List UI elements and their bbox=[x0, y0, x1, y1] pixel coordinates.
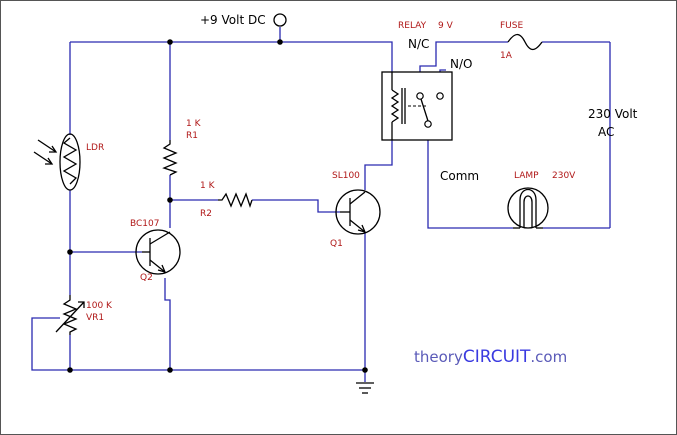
ground-icon bbox=[356, 382, 374, 394]
relay-label: RELAY bbox=[398, 21, 427, 31]
supply-terminal-icon bbox=[273, 13, 287, 27]
r2-value: 1 K bbox=[200, 181, 216, 191]
q1-ref: Q1 bbox=[330, 239, 343, 249]
vr1-ref: VR1 bbox=[86, 313, 104, 323]
ldr-component bbox=[33, 133, 81, 191]
junctions bbox=[67, 39, 368, 373]
brand-logo-text: theoryCIRCUIT.com bbox=[414, 347, 567, 367]
ldr-label: LDR bbox=[86, 143, 104, 153]
r1-value: 1 K bbox=[186, 119, 202, 129]
lamp-label: LAMP bbox=[514, 171, 539, 181]
q1-part: SL100 bbox=[332, 171, 360, 181]
r2-ref: R2 bbox=[200, 209, 212, 219]
supply-label: +9 Volt DC bbox=[200, 13, 266, 27]
brand-part-2: CIRCUIT bbox=[463, 347, 531, 367]
q1-transistor bbox=[335, 189, 381, 235]
q2-ref: Q2 bbox=[140, 273, 153, 283]
relay-component bbox=[381, 71, 453, 141]
r1-resistor bbox=[162, 140, 178, 176]
brand-part-1: theory bbox=[414, 348, 463, 366]
relay-nc-label: N/C bbox=[408, 37, 429, 51]
r2-resistor bbox=[218, 192, 253, 209]
brand-part-3: .com bbox=[530, 348, 567, 366]
q2-part: BC107 bbox=[130, 219, 159, 229]
lamp-voltage: 230V bbox=[552, 171, 576, 181]
ac-type-label: AC bbox=[598, 125, 614, 139]
ac-voltage-label: 230 Volt bbox=[588, 107, 638, 121]
q2-transistor bbox=[135, 229, 181, 275]
fuse-icon bbox=[507, 33, 543, 51]
lamp-icon bbox=[507, 187, 549, 229]
vr1-potentiometer bbox=[55, 295, 85, 335]
vr1-value: 100 K bbox=[86, 301, 113, 311]
relay-no-label: N/O bbox=[450, 57, 472, 71]
r1-ref: R1 bbox=[186, 131, 198, 141]
fuse-label: FUSE bbox=[500, 21, 523, 31]
relay-comm-label: Comm bbox=[440, 169, 479, 183]
relay-voltage: 9 V bbox=[438, 21, 454, 31]
fuse-rating: 1A bbox=[500, 51, 513, 61]
